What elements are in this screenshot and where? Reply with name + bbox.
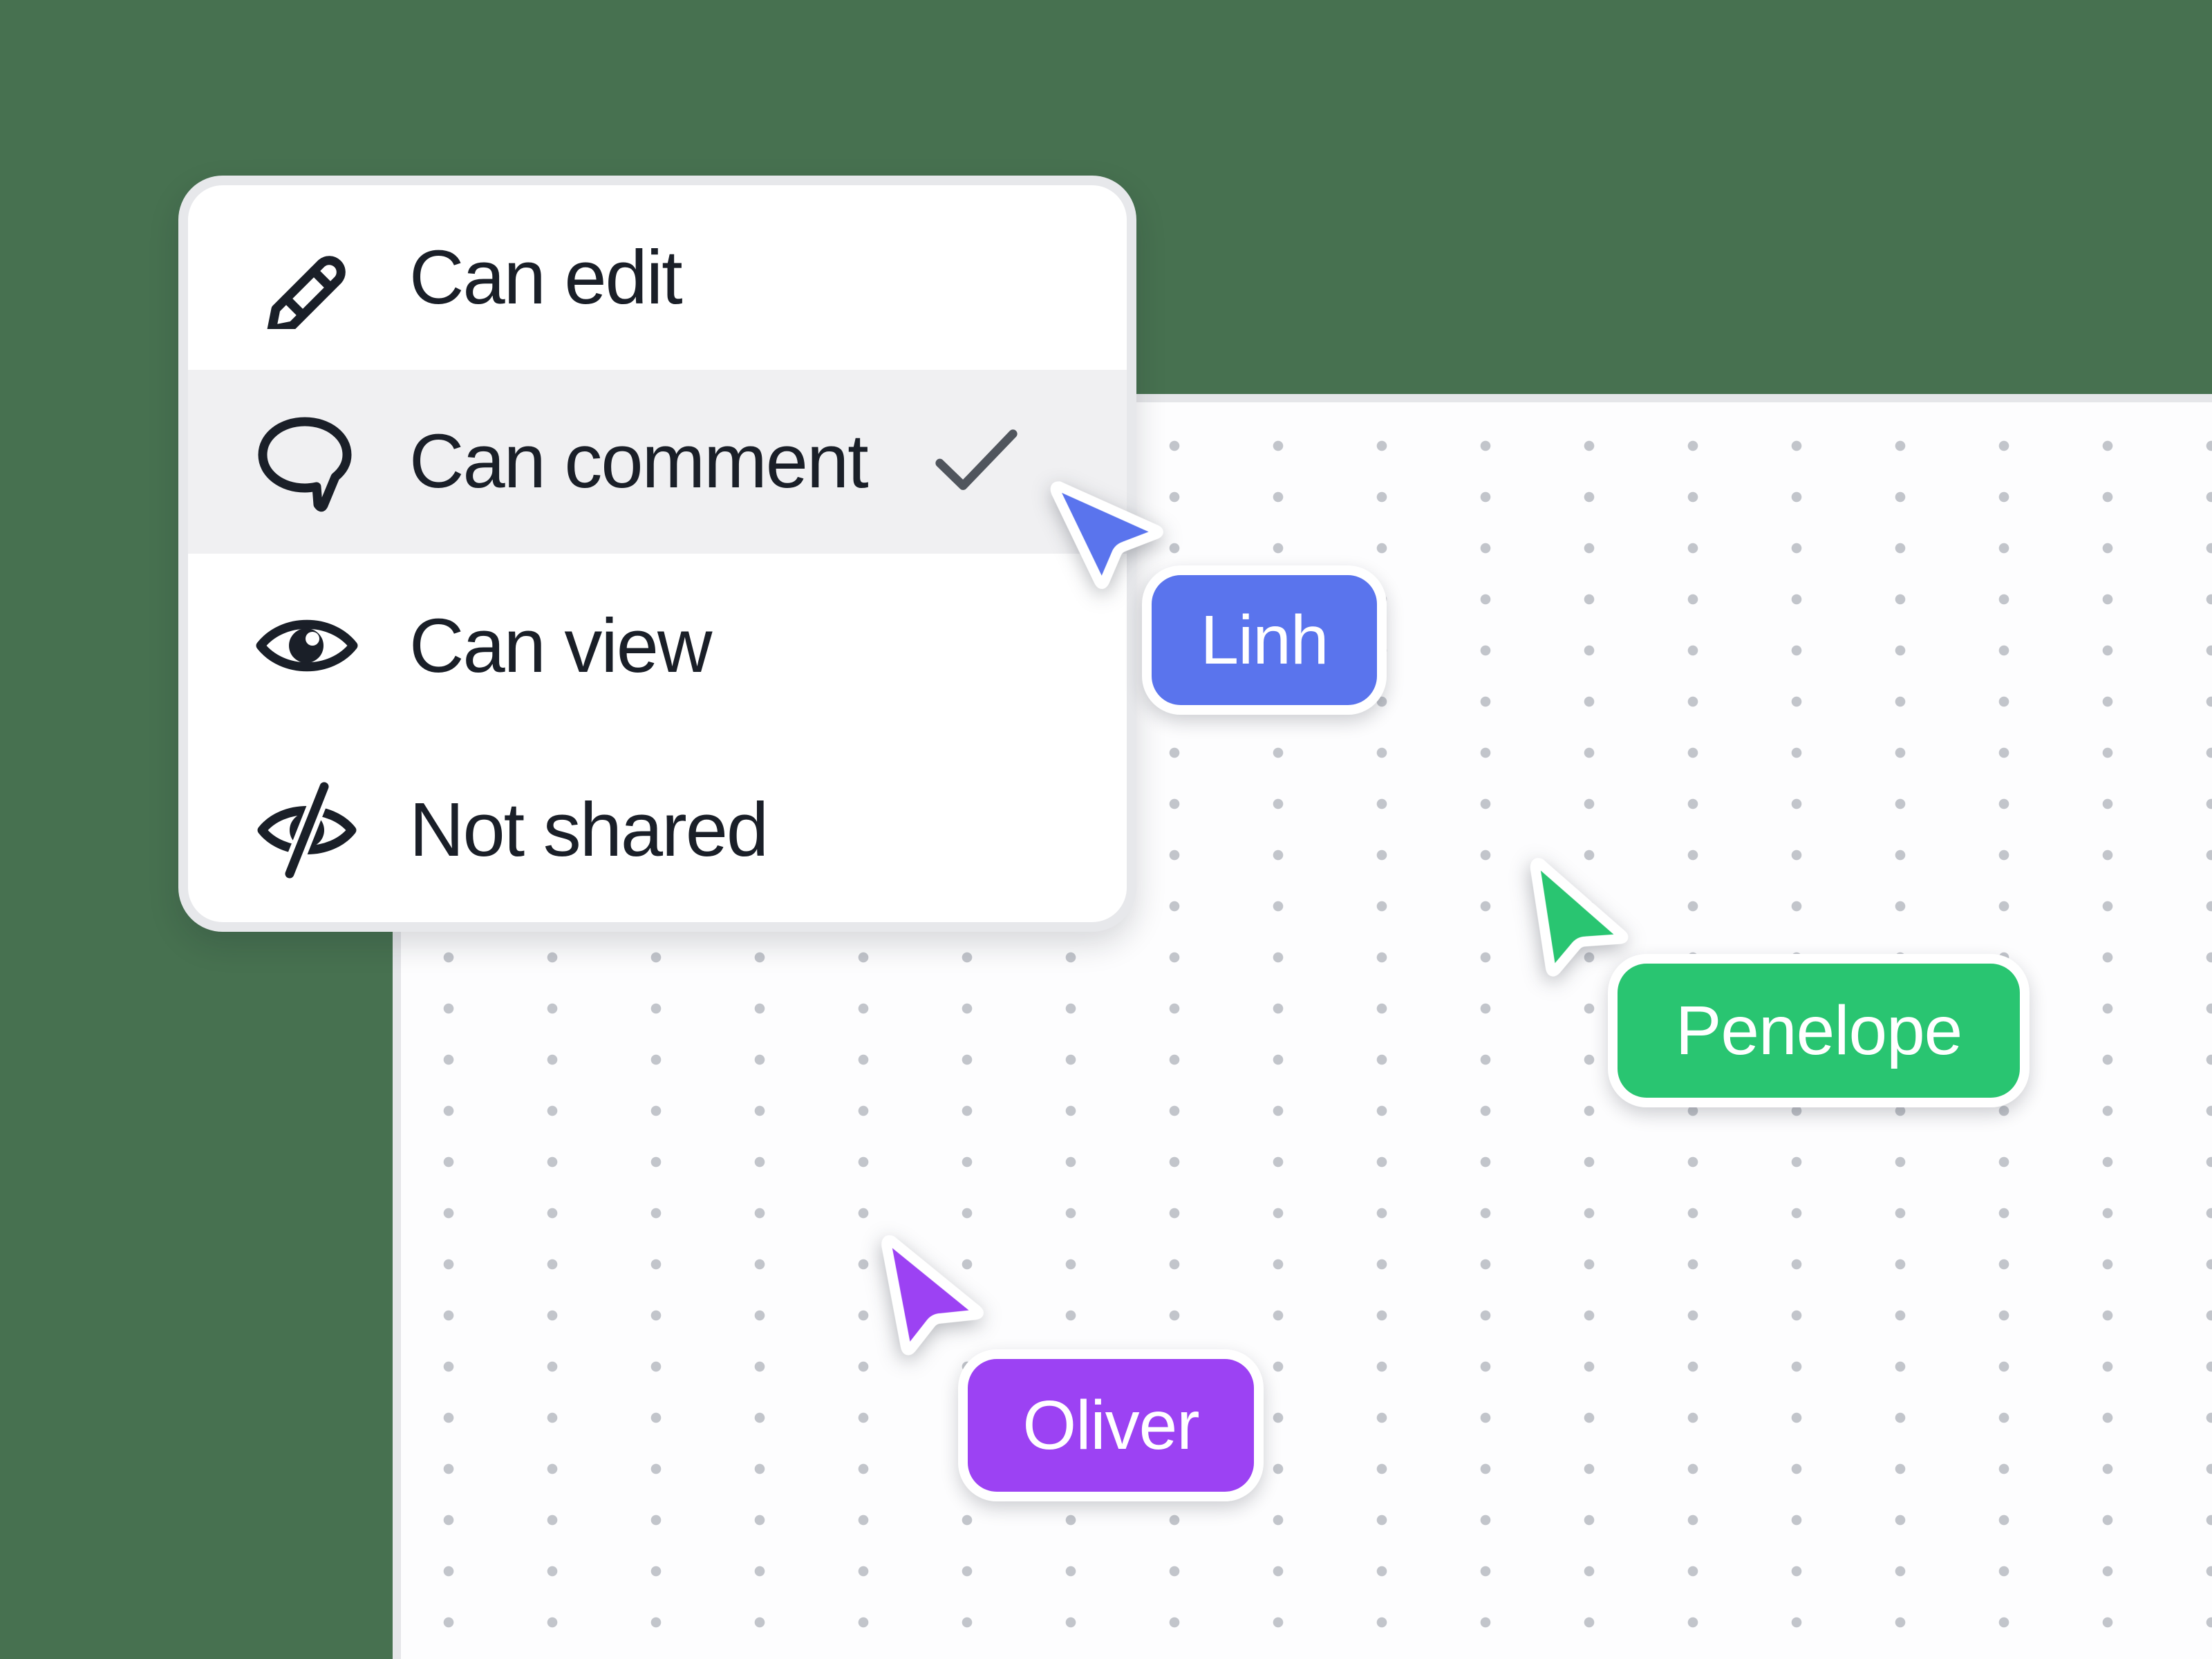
collaborator-cursor-oliver xyxy=(861,1232,997,1372)
cursor-arrow-icon xyxy=(1050,481,1163,589)
menu-item-can-edit[interactable]: Can edit xyxy=(188,185,1127,370)
checkmark-icon xyxy=(933,428,1020,496)
collaborator-cursor-penelope xyxy=(1506,854,1644,995)
eye-off-icon xyxy=(255,778,359,882)
menu-item-label: Can edit xyxy=(409,234,683,320)
collaborator-name: Linh xyxy=(1200,601,1329,679)
collaborator-label-oliver: Oliver xyxy=(958,1349,1264,1501)
pencil-icon xyxy=(255,225,359,330)
collaborator-label-penelope: Penelope xyxy=(1608,954,2030,1107)
collaborator-name: Oliver xyxy=(1022,1386,1199,1464)
menu-item-not-shared[interactable]: Not shared xyxy=(188,738,1127,923)
cursor-arrow-icon xyxy=(881,1235,984,1356)
menu-item-label: Not shared xyxy=(409,787,769,873)
collaborator-label-linh: Linh xyxy=(1142,565,1387,715)
comment-bubble-icon xyxy=(255,410,359,514)
cursor-arrow-icon xyxy=(1530,858,1629,977)
collaborator-cursor-linh xyxy=(1049,472,1169,596)
collaborator-name: Penelope xyxy=(1675,991,1963,1069)
menu-item-label: Can comment xyxy=(409,419,869,505)
eye-icon xyxy=(255,594,359,697)
menu-item-can-view[interactable]: Can view xyxy=(188,554,1127,738)
share-permissions-menu: Can edit Can comment Can view xyxy=(178,176,1136,932)
menu-item-can-comment[interactable]: Can comment xyxy=(188,369,1127,554)
menu-item-label: Can view xyxy=(409,603,712,688)
